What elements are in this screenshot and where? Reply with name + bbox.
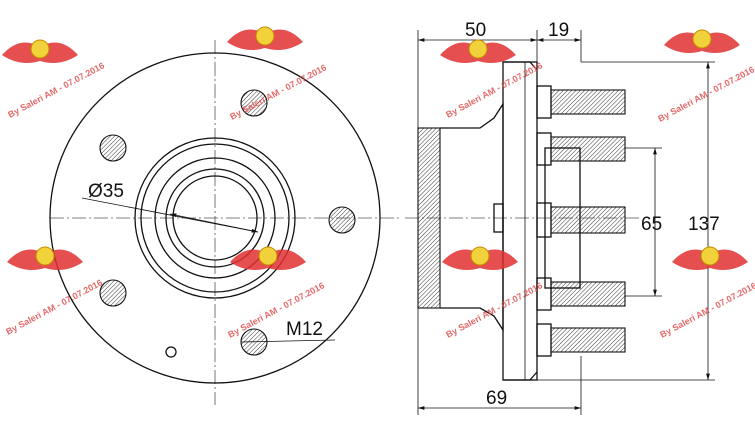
watermark-text-1: By Saleri AM - 07.07.2016 bbox=[6, 60, 106, 119]
stud-5 bbox=[550, 327, 626, 353]
hub-second-circle bbox=[140, 143, 290, 293]
dim-19: 19 bbox=[548, 20, 569, 41]
hub-cross-section bbox=[417, 127, 441, 309]
dim-50: 50 bbox=[465, 20, 486, 41]
pilot-boss bbox=[544, 147, 581, 289]
dim-65: 65 bbox=[641, 214, 662, 235]
bolt-hole-bottom-left bbox=[99, 279, 127, 307]
thread-leader bbox=[240, 339, 336, 343]
thread-size-label: M12 bbox=[286, 319, 323, 340]
hub-fourth-circle bbox=[165, 168, 265, 268]
badge-icon bbox=[30, 39, 50, 59]
bolt-hole-top bbox=[240, 89, 268, 117]
watermark-8 bbox=[672, 246, 748, 270]
side-view: 50 19 65 137 69 bbox=[405, 20, 720, 415]
hub-third-circle bbox=[154, 157, 276, 279]
watermark-1 bbox=[2, 39, 78, 63]
flange-outline bbox=[49, 52, 381, 384]
watermark-text-8: By Saleri AM - 07.07.2016 bbox=[658, 280, 755, 339]
watermark-text-2: By Saleri AM - 07.07.2016 bbox=[228, 62, 328, 121]
badge-icon bbox=[470, 246, 490, 266]
stud-4 bbox=[550, 281, 626, 307]
flange-profile bbox=[502, 61, 538, 381]
watermark-5 bbox=[440, 39, 516, 63]
badge-icon bbox=[258, 246, 278, 266]
watermark-2 bbox=[227, 26, 303, 50]
watermark-4 bbox=[230, 246, 306, 270]
dim-69: 69 bbox=[486, 388, 507, 409]
badge-icon bbox=[692, 29, 712, 49]
front-view: Ø35 M12 bbox=[49, 40, 400, 405]
stud-3 bbox=[550, 206, 626, 234]
badge-icon bbox=[700, 246, 720, 266]
watermark-text-7: By Saleri AM - 07.07.2016 bbox=[444, 280, 544, 339]
bore-circle bbox=[172, 175, 258, 261]
bolt-hole-left bbox=[99, 134, 127, 162]
badge-icon bbox=[255, 26, 275, 46]
watermark-7 bbox=[442, 246, 518, 270]
stud-1 bbox=[550, 89, 626, 115]
wheel-studs bbox=[536, 85, 626, 357]
watermark-3 bbox=[7, 246, 83, 270]
bolt-hole-right bbox=[328, 206, 356, 234]
bore-diameter-label: Ø35 bbox=[88, 181, 124, 202]
watermark-text-5: By Saleri AM - 07.07.2016 bbox=[444, 60, 544, 119]
watermark-text-6: By Saleri AM - 07.07.2016 bbox=[656, 64, 755, 123]
watermark-text-3: By Saleri AM - 07.07.2016 bbox=[4, 277, 104, 336]
badge-icon bbox=[35, 246, 55, 266]
locator-hole bbox=[165, 346, 177, 358]
stud-2 bbox=[550, 136, 626, 162]
watermark-6 bbox=[664, 29, 740, 53]
badge-icon bbox=[468, 39, 488, 59]
hub-outer-circle bbox=[134, 137, 296, 299]
dim-137: 137 bbox=[688, 214, 720, 235]
